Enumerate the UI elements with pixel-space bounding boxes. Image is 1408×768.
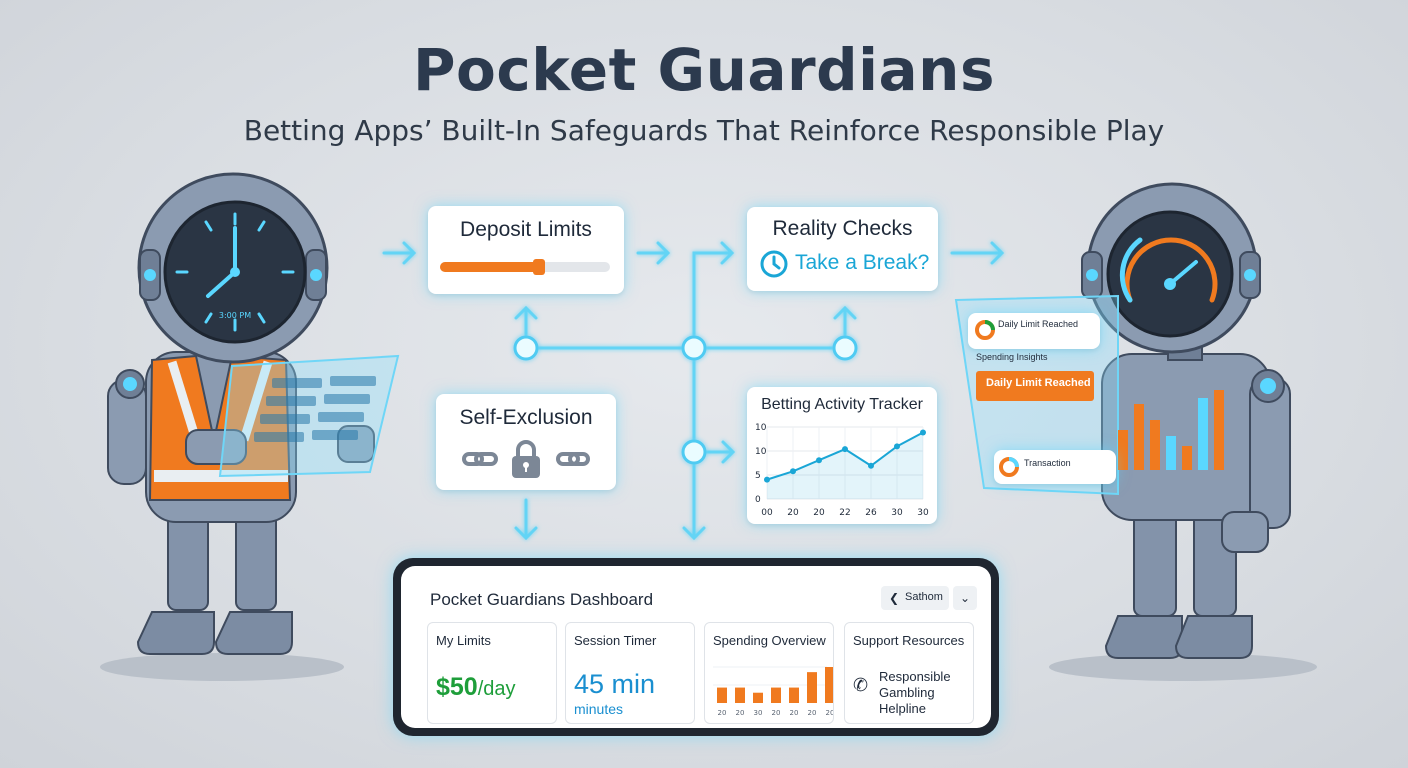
- spending-overview-title: Spending Overview: [713, 633, 826, 648]
- robot-panel-alert: Daily Limit Reached: [976, 371, 1094, 401]
- spending-bar: [789, 687, 799, 703]
- deposit-limits-card[interactable]: Deposit Limits: [428, 206, 624, 294]
- x-tick-label: 00: [761, 508, 773, 518]
- spending-bar: [753, 692, 763, 703]
- self-exclusion-card[interactable]: Self-Exclusion: [436, 394, 616, 490]
- deposit-limits-title: Deposit Limits: [460, 218, 592, 241]
- left-robot: 3:00 PM: [107, 172, 400, 655]
- betting-activity-tracker-card[interactable]: Betting Activity Tracker 0 5 10 10 00 20 20 22 2…: [747, 387, 937, 524]
- share-button[interactable]: ❮ Sathom: [881, 586, 949, 610]
- x-tick-label: 20: [736, 709, 745, 717]
- helpline-line-3: Helpline: [879, 701, 926, 716]
- deposit-limit-slider-handle[interactable]: [532, 259, 545, 275]
- x-tick-label: 22: [839, 508, 850, 518]
- ring-chart-icon: [999, 457, 1019, 477]
- y-tick-label: 0: [755, 495, 761, 505]
- reality-checks-title: Reality Checks: [772, 217, 913, 240]
- session-timer-title: Session Timer: [574, 633, 657, 648]
- x-tick-label: 20: [787, 508, 799, 518]
- robot-panel-insights-text: Spending Insights: [976, 352, 1048, 362]
- x-tick-label: 30: [891, 508, 903, 518]
- series-area: [767, 432, 923, 499]
- data-point: [920, 429, 926, 436]
- page-title: Pocket Guardians: [413, 36, 995, 104]
- data-point: [868, 462, 874, 469]
- helpline-line-2: Gambling: [879, 685, 935, 700]
- support-resources-title: Support Resources: [853, 633, 965, 648]
- x-tick-label: 30: [917, 508, 929, 518]
- spending-bar: [807, 672, 817, 703]
- ring-chart-icon: [975, 320, 995, 340]
- tracker-title: Betting Activity Tracker: [761, 396, 923, 413]
- right-robot-bars: [1118, 390, 1224, 470]
- my-limits-value: $50/day: [436, 673, 516, 702]
- spending-bar: [825, 667, 833, 703]
- session-timer-unit: minutes: [574, 701, 624, 717]
- spending-bar: [771, 687, 781, 703]
- session-timer-tile[interactable]: Session Timer 45 min minutes: [565, 622, 695, 724]
- reality-checks-card[interactable]: Reality Checks Take a Break?: [747, 207, 938, 291]
- right-robot: [954, 182, 1291, 659]
- deposit-limit-slider-fill: [440, 262, 539, 272]
- robot-panel-alert-text: Daily Limit Reached: [986, 377, 1091, 389]
- deposit-limit-slider[interactable]: [440, 259, 610, 275]
- data-point: [816, 457, 822, 464]
- my-limits-unit: /day: [477, 678, 516, 700]
- x-tick-label: 20: [718, 709, 727, 717]
- support-resources-tile[interactable]: Support Resources ✆ Responsible Gambling…: [844, 622, 974, 724]
- spending-bar: [717, 687, 727, 703]
- helpline-line-1: Responsible: [879, 669, 951, 684]
- spending-bar-chart: 20 20 30 20 20 20 20: [713, 666, 833, 717]
- helpline-link[interactable]: Responsible Gambling Helpline: [879, 669, 951, 717]
- x-tick-label: 20: [813, 508, 825, 518]
- chevron-down-icon[interactable]: ⌄: [953, 586, 977, 610]
- x-tick-label: 20: [790, 709, 799, 717]
- y-tick-label: 5: [755, 471, 761, 481]
- dashboard-screen: Pocket Guardians Dashboard ❮ Sathom ⌄ My…: [401, 566, 991, 728]
- share-button-label: Sathom: [905, 591, 943, 603]
- robot-panel-notification-text: Daily Limit Reached: [998, 319, 1079, 329]
- spending-bar: [735, 687, 745, 703]
- data-point: [790, 468, 796, 475]
- clock-label: 3:00 PM: [219, 311, 251, 320]
- phone-icon: ✆: [853, 675, 869, 695]
- robot-panel-transaction-text: Transaction: [1024, 458, 1071, 468]
- data-point: [894, 443, 900, 450]
- take-a-break-prompt[interactable]: Take a Break?: [759, 249, 930, 278]
- data-point: [764, 476, 770, 483]
- chain-lock-icon: [462, 440, 590, 478]
- page-subtitle: Betting Apps’ Built-In Safeguards That R…: [243, 114, 1165, 147]
- my-limits-amount: $50: [436, 673, 478, 701]
- x-tick-label: 30: [754, 709, 763, 717]
- my-limits-title: My Limits: [436, 633, 491, 648]
- my-limits-tile[interactable]: My Limits $50/day: [427, 622, 557, 724]
- clock-icon: [760, 250, 788, 278]
- take-a-break-label: Take a Break?: [795, 251, 930, 274]
- robot-panel-notification: Daily Limit Reached: [968, 313, 1100, 349]
- share-icon: ❮: [889, 591, 900, 605]
- x-tick-label: 20: [826, 709, 833, 717]
- y-tick-label: 10: [755, 423, 767, 433]
- robot-panel-transaction: Transaction: [994, 450, 1116, 484]
- dashboard-title: Pocket Guardians Dashboard: [430, 590, 654, 609]
- session-timer-value: 45 min: [574, 669, 656, 699]
- spending-overview-tile[interactable]: Spending Overview 20 20 30 20 20 20 20: [704, 622, 834, 724]
- x-tick-label: 20: [808, 709, 817, 717]
- activity-line-chart: 0 5 10 10 00 20 20 22 26 30 30: [755, 423, 929, 518]
- data-point: [842, 446, 848, 453]
- dashboard-phone: Pocket Guardians Dashboard ❮ Sathom ⌄ My…: [393, 558, 999, 736]
- self-exclusion-title: Self-Exclusion: [459, 406, 593, 429]
- y-tick-label: 10: [755, 447, 767, 457]
- x-tick-label: 20: [772, 709, 781, 717]
- x-tick-label: 26: [865, 508, 877, 518]
